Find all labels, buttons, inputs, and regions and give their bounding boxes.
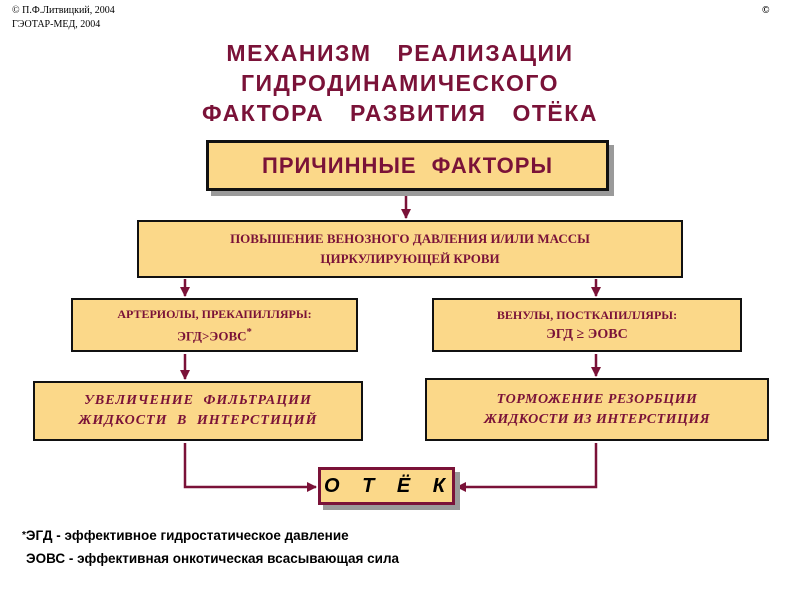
copyright-symbol: © (762, 5, 770, 16)
edema-label: О Т Ё К (323, 474, 450, 497)
arteriole-box: АРТЕРИОЛЫ, ПРЕКАПИЛЛЯРЫ: ЭГД>ЭОВС* (71, 298, 358, 352)
copyright-line-1: © П.Ф.Литвицкий, 2004 (12, 5, 115, 16)
resorption-box: ТОРМОЖЕНИЕ РЕЗОРБЦИИ ЖИДКОСТИ ИЗ ИНТЕРСТ… (425, 378, 769, 441)
title-line-3: ФАКТОРА РАЗВИТИЯ ОТЁКА (202, 100, 598, 126)
venule-box: ВЕНУЛЫ, ПОСТКАПИЛЛЯРЫ: ЭГД ≥ ЭОВС (432, 298, 742, 352)
filtration-line-1: УВЕЛИЧЕНИЕ ФИЛЬТРАЦИИ (84, 393, 312, 408)
venule-line-1: ВЕНУЛЫ, ПОСТКАПИЛЛЯРЫ: (496, 308, 678, 322)
copyright-notice: © П.Ф.Литвицкий, 2004 ГЭОТАР-МЕД, 2004 (12, 4, 115, 32)
footnote-line-1-wrap: *ЭГД - эффективное гидростатическое давл… (22, 524, 399, 547)
edema-box: О Т Ё К (318, 467, 455, 505)
footnote-line-1: ЭГД - эффективное гидростатическое давле… (25, 528, 349, 543)
filtration-box: УВЕЛИЧЕНИЕ ФИЛЬТРАЦИИ ЖИДКОСТИ В ИНТЕРСТ… (33, 381, 363, 441)
copyright-line-2: ГЭОТАР-МЕД, 2004 (12, 19, 101, 30)
arteriole-footnote-mark: * (246, 325, 252, 338)
causes-box: ПРИЧИННЫЕ ФАКТОРЫ (206, 140, 609, 191)
causes-label: ПРИЧИННЫЕ ФАКТОРЫ (262, 152, 553, 178)
pressure-box: ПОВЫШЕНИЕ ВЕНОЗНОГО ДАВЛЕНИЯ И/ИЛИ МАССЫ… (137, 220, 683, 278)
pressure-line-2: ЦИРКУЛИРУЮЩЕЙ КРОВИ (320, 251, 500, 266)
arrow-filtration-to-edema (183, 443, 317, 492)
resorption-line-1: ТОРМОЖЕНИЕ РЕЗОРБЦИИ (496, 391, 698, 407)
pressure-line-1: ПОВЫШЕНИЕ ВЕНОЗНОГО ДАВЛЕНИЯ И/ИЛИ МАССЫ (230, 231, 590, 246)
page-title: МЕХАНИЗМ РЕАЛИЗАЦИИ ГИДРОДИНАМИЧЕСКОГО Ф… (0, 38, 800, 128)
footnote: *ЭГД - эффективное гидростатическое давл… (22, 524, 399, 570)
arteriole-line-1: АРТЕРИОЛЫ, ПРЕКАПИЛЛЯРЫ: (117, 306, 312, 321)
arteriole-line-2-wrap: ЭГД>ЭОВС* (177, 323, 252, 345)
arteriole-line-2: ЭГД>ЭОВС (177, 328, 247, 344)
arrow-resorption-to-edema (456, 443, 598, 492)
footnote-line-2: ЭОВС - эффективная онкотическая всасываю… (26, 551, 400, 566)
title-line-2: ГИДРОДИНАМИЧЕСКОГО (240, 70, 560, 96)
filtration-line-2: ЖИДКОСТИ В ИНТЕРСТИЦИЙ (78, 413, 318, 428)
venule-line-2: ЭГД ≥ ЭОВС (546, 327, 628, 342)
footnote-star: * (22, 530, 26, 541)
resorption-line-2: ЖИДКОСТИ ИЗ ИНТЕРСТИЦИЯ (484, 411, 710, 427)
title-line-1: МЕХАНИЗМ РЕАЛИЗАЦИИ (226, 40, 574, 66)
